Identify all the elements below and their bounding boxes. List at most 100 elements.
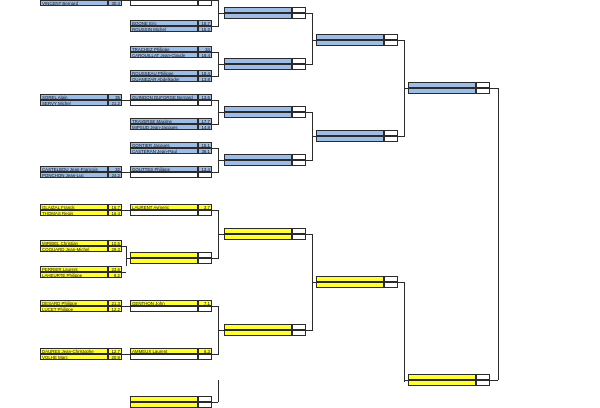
entry-name: MIRIBEL Christian <box>40 240 108 246</box>
entry-score-empty <box>198 402 212 408</box>
entry-score-empty <box>292 154 306 160</box>
entry-score: 13,6 <box>198 94 212 100</box>
entry-name-empty <box>316 276 384 282</box>
entry-score: 3,7 <box>198 204 212 210</box>
entry-name-empty <box>224 106 292 112</box>
bracket-line <box>498 88 499 228</box>
entry-score: 34 <box>198 46 212 52</box>
entry-score <box>198 354 212 360</box>
entry-score <box>198 210 212 216</box>
entry-score-empty <box>476 88 490 94</box>
entry-score-empty <box>292 228 306 234</box>
player-score: 12,2 <box>111 307 120 312</box>
bracket-line <box>218 13 224 14</box>
bracket-line <box>122 100 130 101</box>
entry-name: PERRIER Laurent <box>40 266 108 272</box>
entry-name <box>130 100 198 106</box>
entry-name: ROUSSEAU Philippe <box>130 70 198 76</box>
player-name: ROUSSEAU Philippe <box>132 71 174 76</box>
player-score: 18,4 <box>201 53 210 58</box>
player-score: 14,8 <box>201 125 210 130</box>
player-score: 32 <box>115 167 120 172</box>
bracket-line <box>490 380 498 381</box>
player-name: TRACHEZ Philippe <box>132 47 170 52</box>
player-score: 21,3 <box>111 301 120 306</box>
player-score: 13,8 <box>201 77 210 82</box>
entry-score: 13,4 <box>198 166 212 172</box>
bracket-line <box>212 402 218 403</box>
entry-name-empty <box>130 402 198 408</box>
bracket-line <box>218 64 224 65</box>
entry-name: OUANEZAR Abdelkader <box>130 76 198 82</box>
player-name: ROUSSIN Michel <box>132 27 166 32</box>
entry-score-empty <box>292 7 306 13</box>
entry-score: 15,1 <box>198 142 212 148</box>
entry-name: SERVY Michel <box>40 100 108 106</box>
player-score: 21,2 <box>111 101 120 106</box>
entry-name: GONTIER Jacques <box>130 142 198 148</box>
player-score: 36,1 <box>201 149 210 154</box>
player-name: SERVY Michel <box>42 101 71 106</box>
player-score: 15,7 <box>201 21 210 26</box>
bracket-line <box>404 380 408 381</box>
player-score: 15,2 <box>201 27 210 32</box>
entry-name-empty <box>316 282 384 288</box>
entry-name: MIPSUD Jean-Jacques <box>130 124 198 130</box>
player-score: 18,4 <box>201 71 210 76</box>
bracket-line <box>398 40 404 41</box>
entry-name-empty <box>224 234 292 240</box>
entry-score: 23,6 <box>108 266 122 272</box>
entry-score: 6,3 <box>198 348 212 354</box>
player-name: GUINDON DUFORGE Bernard <box>132 95 193 100</box>
entry-score: 24,2 <box>108 172 122 178</box>
entry-name-empty <box>224 324 292 330</box>
entry-name: TRAVERSE Maxime <box>130 118 198 124</box>
entry-score: 18,4 <box>198 70 212 76</box>
bracket-line <box>312 40 316 41</box>
entry-name <box>130 306 198 312</box>
bracket-line <box>122 172 130 173</box>
entry-score: 13,8 <box>198 76 212 82</box>
entry-name-empty <box>316 130 384 136</box>
entry-name-empty <box>224 58 292 64</box>
entry-score: 35 <box>108 94 122 100</box>
bracket-line <box>212 124 218 125</box>
entry-score: 14,8 <box>198 124 212 130</box>
player-score: 16,4 <box>111 211 120 216</box>
entry-score-empty <box>384 276 398 282</box>
player-score: 6,3 <box>203 349 210 354</box>
bracket-line <box>126 258 130 259</box>
entry-score: 30,4 <box>108 0 122 6</box>
entry-score-empty <box>476 380 490 386</box>
entry-name: COQUARD Jean-Michel <box>40 246 108 252</box>
entry-name: ROUSSIN Michel <box>130 26 198 32</box>
entry-name: LAURENT Aymeric <box>130 204 198 210</box>
entry-score: 29,3 <box>108 246 122 252</box>
entry-name: CASTELBOU Jean-François <box>40 166 108 172</box>
player-name: SOREL Alain <box>42 95 68 100</box>
player-name: GLAIZAL Franck <box>42 205 75 210</box>
entry-score-empty <box>292 330 306 336</box>
player-name: DAURES Jean-Christophe <box>42 349 94 354</box>
player-score: 16,7 <box>111 205 120 210</box>
bracket-line <box>122 306 130 307</box>
bracket-line <box>398 136 404 137</box>
bracket-line <box>122 246 126 247</box>
bracket-line <box>404 88 408 89</box>
entry-name-empty <box>316 34 384 40</box>
player-score: 3,7 <box>203 205 210 210</box>
entry-score-empty <box>292 13 306 19</box>
entry-name: THOMAS Regis <box>40 210 108 216</box>
bracket-line <box>212 76 218 77</box>
entry-name: SOREL Alain <box>40 94 108 100</box>
bracket-line <box>306 64 312 65</box>
entry-name-empty <box>130 258 198 264</box>
player-name: MIRIBEL Christian <box>42 241 78 246</box>
entry-score: 21,2 <box>108 100 122 106</box>
player-name: VOLHE Marc <box>42 355 68 360</box>
bracket-line <box>126 246 127 266</box>
entry-name <box>130 0 198 6</box>
player-score: 13,6 <box>201 95 210 100</box>
player-score: 13,4 <box>201 167 210 172</box>
player-name: CASTELBOU Jean-François <box>42 167 98 172</box>
